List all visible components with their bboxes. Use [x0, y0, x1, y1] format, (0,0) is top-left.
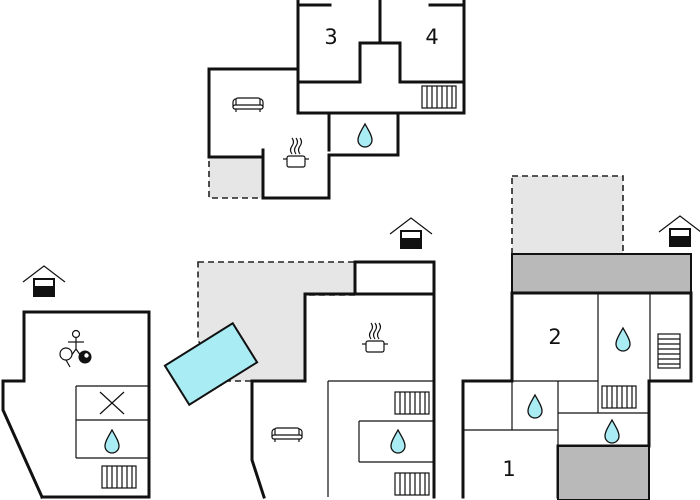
stairs-icon	[657, 333, 681, 369]
room-label-1: 1	[502, 457, 515, 481]
cooking-pot-icon	[361, 322, 389, 353]
right-dark-room	[557, 445, 650, 500]
water-drop-icon	[604, 419, 620, 444]
water-drop-icon	[104, 429, 120, 454]
upper-floor: 3 4	[207, 0, 466, 200]
stairs-icon	[394, 391, 430, 415]
left-interior-walls	[75, 385, 149, 459]
upper-floor-walls	[207, 0, 466, 200]
right-terrace	[511, 175, 624, 255]
sofa-icon	[271, 427, 303, 443]
house-entrance-icon	[389, 217, 433, 249]
stairs-icon	[421, 85, 457, 109]
left-building-walls	[1, 310, 151, 499]
house-entrance-icon	[22, 265, 66, 297]
table-tennis-billiards-icon	[59, 329, 92, 368]
right-building: 2 1	[461, 175, 700, 500]
left-building	[1, 265, 151, 499]
stairs-icon	[101, 465, 137, 489]
upper-terrace	[208, 156, 264, 199]
water-drop-icon	[615, 327, 631, 352]
water-drop-icon	[527, 394, 543, 419]
sofa-icon	[232, 97, 264, 113]
room-label-4: 4	[425, 25, 438, 49]
water-drop-icon	[390, 429, 406, 454]
swimming-pool	[163, 321, 259, 407]
house-entrance-icon	[658, 215, 700, 247]
right-covered-area	[511, 253, 692, 294]
upper-interior-walls	[261, 0, 466, 159]
water-drop-icon	[357, 123, 373, 148]
stairs-icon	[394, 472, 430, 496]
center-building-walls	[250, 260, 436, 499]
room-label-2: 2	[548, 325, 561, 349]
right-interior-walls	[463, 293, 651, 446]
room-label-3: 3	[324, 25, 337, 49]
center-interior-walls	[303, 260, 436, 497]
cooking-pot-icon	[282, 137, 310, 168]
crossed-box-icon	[99, 391, 125, 415]
center-building	[163, 217, 436, 499]
stairs-icon	[601, 385, 637, 409]
